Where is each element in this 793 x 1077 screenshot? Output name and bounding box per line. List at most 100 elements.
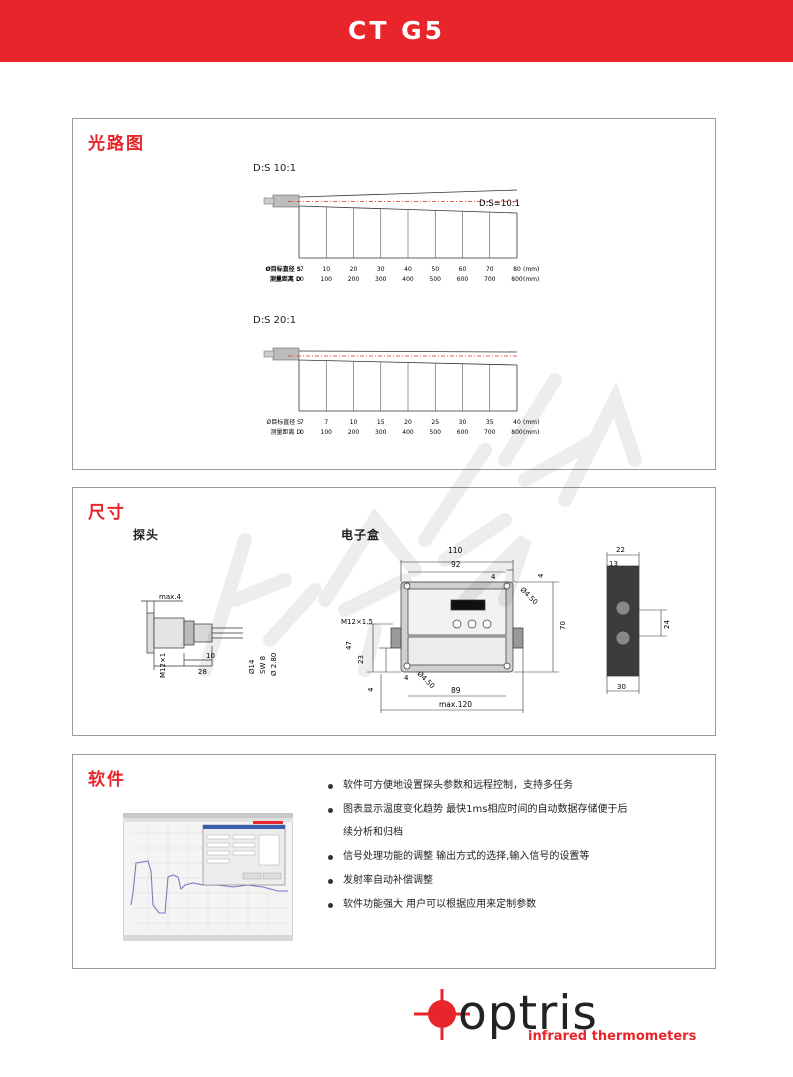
page-header: CT G5 [0,0,793,62]
dim-probe-28: 28 [198,668,207,676]
dist-label-2: 测量距离 D [270,428,301,436]
logo-brand: optris [458,986,598,1041]
dimensions-title: 尺寸 [88,503,126,523]
unit-label: (mm) [523,419,539,426]
distance-label: 600 [457,276,469,283]
dim-box-4b: 4 [537,573,545,578]
spot-size-label: 30 [459,419,467,426]
feature-item: 图表显示温度变化趋势 最快1ms相应时间的自动数据存储便于后 续分析和归档 [328,803,708,840]
dimensions-panel: 尺寸 探头 电子盒 max.4 10 28 M12×1 Ø14 SW 8 Ø 2… [72,487,716,736]
feature-item: 发射率自动补偿调整 [328,874,708,888]
dim-box-hole1: Ø4.50 [519,586,540,607]
optical-diagram-1: D:S=10:1 Ø目标直径 S 测量距离 D 7 10 20 30 40 50 60 70 8… [263,189,539,283]
spot-size-label: 40 [404,266,412,273]
optical-title: 光路图 [88,134,145,154]
spot-size-label: 35 [486,419,494,426]
dim-side-13: 13 [609,560,618,568]
spot-size-label: 60 [459,266,467,273]
dim-probe-m12: M12×1 [159,653,167,678]
dim-box-hole2: Ø4.50 [416,670,437,691]
dim-box-4d: 4 [367,687,375,692]
dim-box-23: 23 [357,655,365,664]
probe-body-1 [272,194,300,208]
software-title: 软件 [88,770,126,790]
spot-size-label: 25 [431,419,439,426]
probe-body-2 [272,347,300,361]
distance-label: 0 [300,276,304,283]
distance-label: 500 [430,276,442,283]
distance-label: 700 [484,429,496,436]
feature-item: 软件功能强大 用户可以根据应用来定制参数 [328,898,708,912]
distance-label: 300 [375,276,387,283]
spot-size-label: 40 [513,419,521,426]
dim-box-70: 70 [559,621,567,630]
spot-size-label: 10 [350,419,358,426]
feature-item: 信号处理功能的调整 输出方式的选择,输入信号的设置等 [328,850,708,864]
distance-label: 0 [300,429,304,436]
box-label: 电子盒 [341,528,381,542]
dim-side-24: 24 [663,620,671,629]
optris-logo: optris infrared thermometers [414,986,697,1044]
spot-size-label: 10 [322,266,330,273]
distance-label: 400 [402,276,414,283]
distance-label: 300 [375,429,387,436]
spot-size-label: 20 [350,266,358,273]
unit-label: (mm) [523,266,539,273]
spot-size-label: 50 [431,266,439,273]
dim-probe-max: max.4 [159,593,181,601]
spot-size-label: 7 [300,419,304,426]
distance-label: 200 [348,429,360,436]
distance-label: 500 [430,429,442,436]
spot-label-1: Ø目标直径 S [265,265,301,273]
ds-label-1: D:S 10:1 [253,163,297,174]
probe-drawing [141,600,243,670]
dim-box-4a: 4 [491,573,496,581]
distance-label: 100 [321,429,333,436]
unit-label: (mm) [523,429,539,436]
trend-line [130,860,288,914]
dim-box-89: 89 [451,686,461,695]
spot-size-label: 7 [300,266,304,273]
dim-box-4c: 4 [404,674,409,682]
spot-size-label: 7 [324,419,328,426]
dist-label-1: 测量距离 D [270,275,301,283]
software-panel: 软件 软件可方便地设置探头参数和远程控制，支持多任务 [72,754,716,969]
distance-label: 600 [457,429,469,436]
spot-size-label: 30 [377,266,385,273]
logo-tagline: infrared thermometers [528,1029,697,1044]
dimension-drawings: max.4 10 28 M12×1 Ø14 SW 8 Ø 2.80 [141,546,671,713]
software-screenshot [123,813,293,941]
distance-label: 100 [321,276,333,283]
dim-box-max120: max.120 [439,700,472,709]
distance-label: 800 [511,429,523,436]
optical-panel: 光路图 D:S 10:1 D:S 20:1 D:S=10:1 Ø目标直径 S 测… [72,118,716,470]
spot-label-2: Ø目标直径 S [267,418,302,426]
box-side-drawing [606,565,640,677]
distance-label: 700 [484,276,496,283]
dim-box-92: 92 [451,560,461,569]
distance-label: 200 [348,276,360,283]
dim-probe-10: 10 [206,652,215,660]
dim-box-m12: M12×1.5 [341,618,373,626]
dim-probe-d280: Ø 2.80 [270,653,278,676]
probe-label: 探头 [133,528,160,542]
logo-dot [428,1000,456,1028]
distance-label: 400 [402,429,414,436]
box-drawing [390,581,524,673]
feature-list: 软件可方便地设置探头参数和远程控制，支持多任务 图表显示温度变化趋势 最快1ms… [328,779,708,922]
dim-side-30: 30 [617,683,626,691]
spot-size-label: 80 [513,266,521,273]
dim-probe-d14: Ø14 [248,659,256,674]
ratio-label-1: D:S=10:1 [479,199,520,209]
spot-size-label: 15 [377,419,385,426]
dim-probe-sw8: SW 8 [259,656,267,674]
dim-side-22: 22 [616,546,625,554]
ds-label-2: D:S 20:1 [253,315,297,326]
spot-size-label: 70 [486,266,494,273]
probe-cable-2 [263,350,275,358]
unit-label: (mm) [523,276,539,283]
dim-box-110: 110 [448,546,463,555]
page-title: CT G5 [347,16,446,45]
